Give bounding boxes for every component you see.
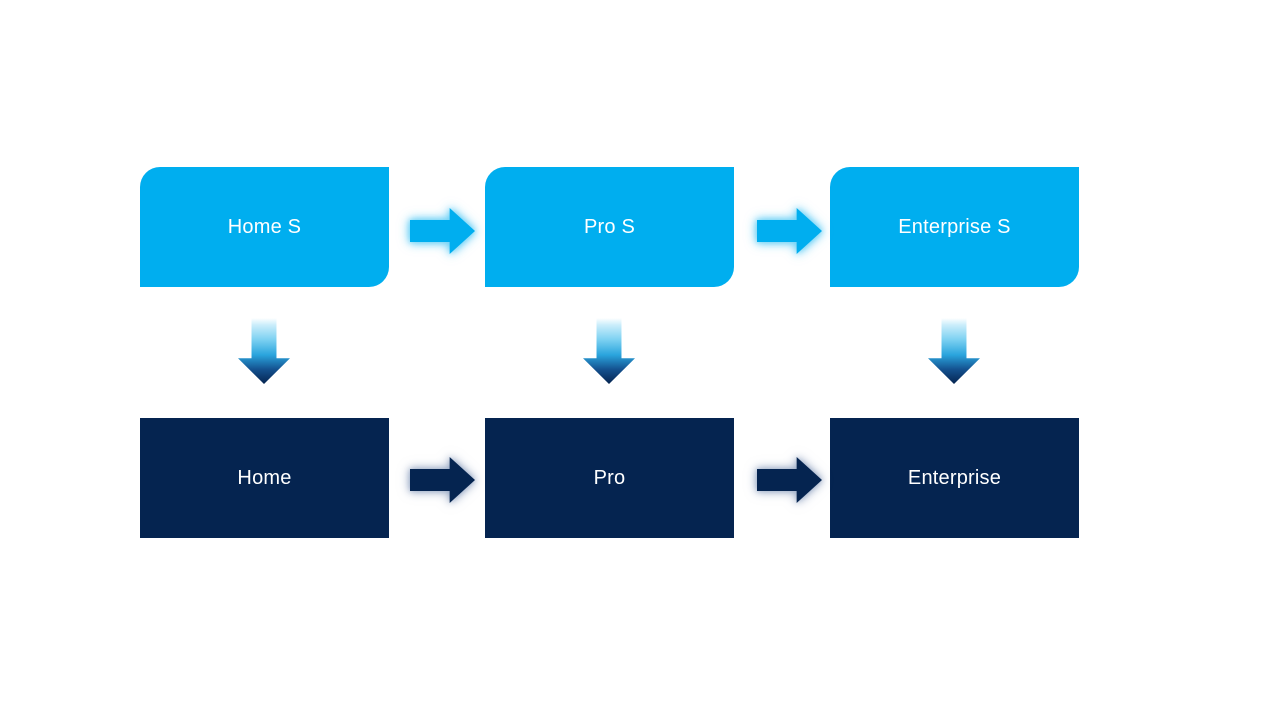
node-home-label: Home xyxy=(237,466,292,489)
node-home-s: Home S xyxy=(140,167,389,287)
arrow-right-icon-top-1 xyxy=(410,208,475,254)
node-pro: Pro xyxy=(485,418,734,538)
node-enterprise-s: Enterprise S xyxy=(830,167,1079,287)
node-pro-s-label: Pro S xyxy=(583,215,636,238)
node-pro-s: Pro S xyxy=(485,167,734,287)
node-enterprise-label: Enterprise xyxy=(907,466,1002,489)
node-enterprise: Enterprise xyxy=(830,418,1079,538)
arrow-right-icon-bottom-2 xyxy=(757,457,822,503)
arrow-right-icon-bottom-1 xyxy=(410,457,475,503)
arrow-down-icon-2 xyxy=(583,318,635,384)
arrow-down-icon-3 xyxy=(928,318,980,384)
node-pro-label: Pro xyxy=(593,466,626,489)
arrow-right-icon-top-2 xyxy=(757,208,822,254)
node-home-s-label: Home S xyxy=(227,215,302,238)
arrow-down-icon-1 xyxy=(238,318,290,384)
node-enterprise-s-label: Enterprise S xyxy=(898,215,1011,238)
node-home: Home xyxy=(140,418,389,538)
